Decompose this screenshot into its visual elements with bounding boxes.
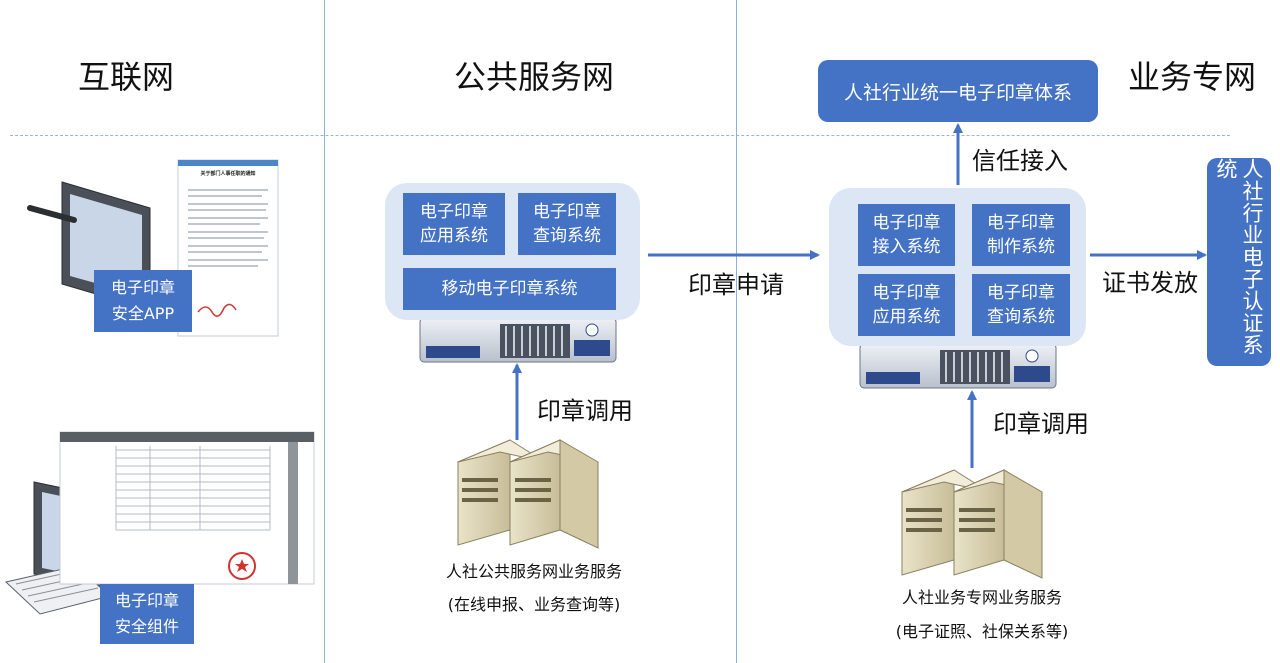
document-preview — [177, 159, 279, 337]
tower-servers-public — [457, 439, 599, 549]
rack-server-public — [419, 317, 617, 363]
certification-system-label: 人社行业电子认证系统 — [1214, 158, 1264, 356]
label-seal-apply: 印章申请 — [688, 271, 784, 299]
label-seal-call-left: 印章调用 — [537, 397, 633, 425]
business-server-name: 人社业务专网业务服务 — [901, 588, 1062, 607]
business-seal-query-system: 电子印章 查询系统 — [972, 274, 1070, 336]
divider-public-business — [736, 0, 737, 663]
public-seal-application-system: 电子印章 应用系统 — [403, 193, 505, 255]
desktop-component-label: 电子印章 安全组件 — [100, 584, 194, 644]
label-cert-issue: 证书发放 — [1102, 269, 1198, 297]
business-seal-access-system: 电子印章 接入系统 — [858, 204, 955, 266]
business-seal-making-system: 电子印章 制作系统 — [972, 204, 1070, 266]
business-seal-application-system: 电子印章 应用系统 — [858, 274, 955, 336]
public-seal-query-system: 电子印章 查询系统 — [518, 193, 616, 255]
public-server-desc: (在线申报、业务查询等) — [447, 595, 621, 614]
label-trust-access: 信任接入 — [972, 147, 1068, 175]
header-separator — [10, 135, 1230, 136]
document-title: 关于部门人事任职的通知 — [200, 171, 256, 177]
zone-title-business-net: 业务专网 — [1128, 58, 1257, 96]
business-server-desc: (电子证照、社保关系等) — [895, 622, 1069, 641]
certification-system: 人社行业电子认证系统 — [1207, 158, 1271, 366]
spreadsheet-preview — [59, 431, 315, 585]
divider-internet-public — [324, 0, 325, 663]
zone-title-public-service-net: 公共服务网 — [454, 58, 615, 96]
public-server-name: 人社公共服务网业务服务 — [445, 562, 622, 581]
unified-seal-system: 人社行业统一电子印章体系 — [818, 60, 1098, 122]
zone-title-internet: 互联网 — [78, 58, 175, 96]
mobile-seal-system: 移动电子印章系统 — [403, 268, 616, 310]
tower-servers-business — [901, 469, 1043, 579]
tablet-app-label: 电子印章 安全APP — [94, 270, 192, 332]
label-seal-call-right: 印章调用 — [993, 410, 1089, 438]
rack-server-business — [859, 343, 1057, 389]
